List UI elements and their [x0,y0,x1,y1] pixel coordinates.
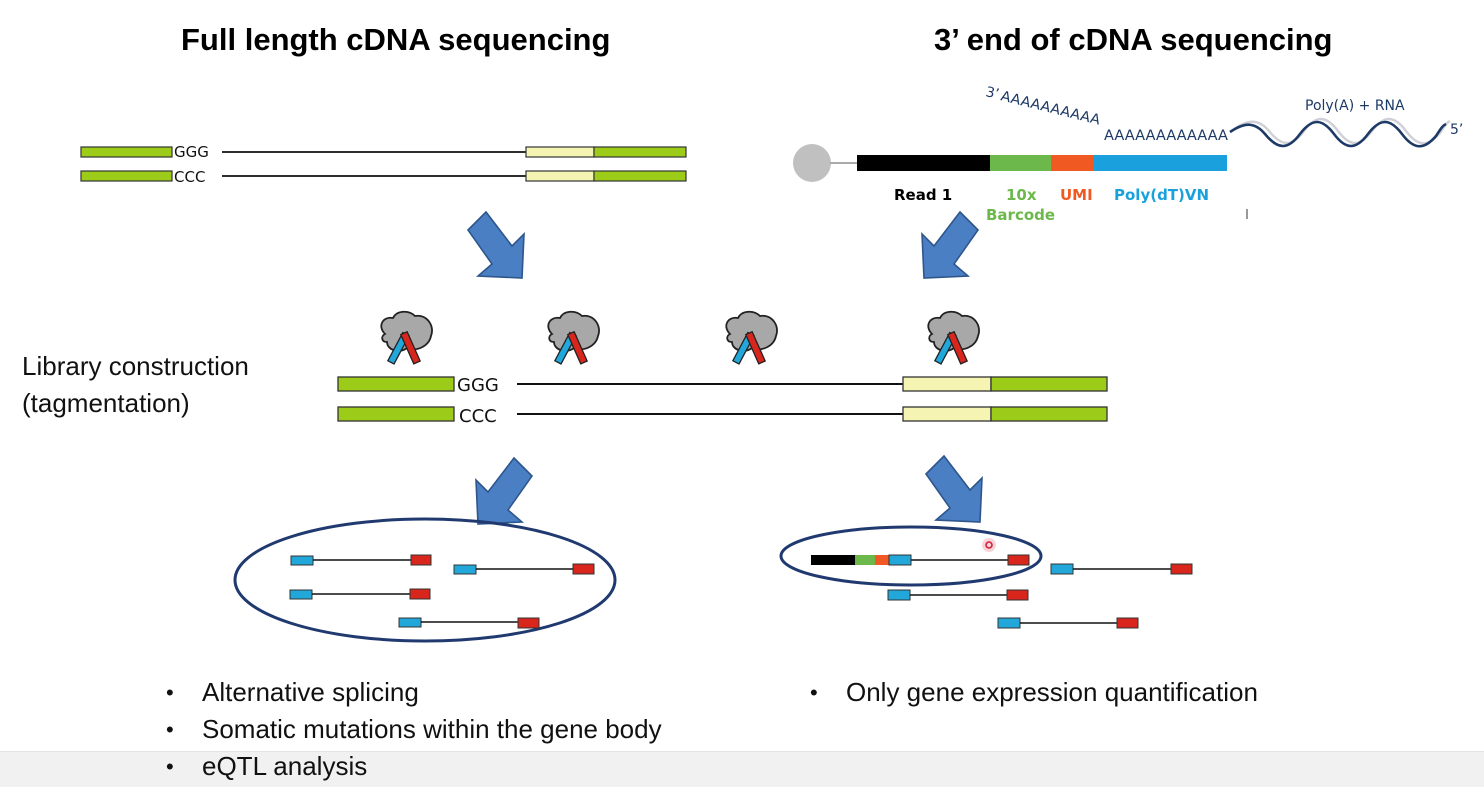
three-prime-applications-list: • Only gene expression quantification [810,674,1258,711]
label-10x: 10x [1006,186,1037,204]
five-prime-label: 5’ [1450,122,1463,138]
three-prime-fragments [779,525,1193,629]
adapter-block-mid-bottom-left [337,406,455,422]
label-barcode: Barcode [986,206,1055,224]
full-length-fragments [233,517,617,643]
cursor-dot-icon [985,541,993,549]
arrow-down-left-icon [475,457,533,525]
ggg-label-top: GGG [174,143,209,161]
arrow-down-right-icon [467,211,525,279]
utr-block-bottom [525,170,595,182]
adapter-block-top-left [80,146,173,158]
gel-bead-construct: Read 1 10x Barcode UMI Poly(dT)VN 3’ AAA… [793,84,1463,224]
fragment [1050,563,1193,575]
ccc-label-top: CCC [174,168,205,186]
library-construction-label: Library construction (tagmentation) [22,348,249,422]
list-item-text: Alternative splicing [202,677,419,707]
gel-bead-icon [793,144,831,182]
label-read1: Read 1 [894,186,952,204]
bullet-icon: • [810,680,818,705]
label-umi: UMI [1060,186,1093,204]
fragment [398,617,540,629]
utr-block-top [525,146,595,158]
segment-barcode [990,155,1051,171]
barcoded-fragment [811,554,1030,566]
fragment [289,588,431,600]
list-item-text: Only gene expression quantification [846,677,1258,707]
right-panel-title: 3’ end of cDNA sequencing [934,22,1333,57]
library-label-line1: Library construction [22,351,249,381]
rna-wave [1229,120,1447,148]
transposase-icon [725,310,778,365]
three-prime-label: 3’ [984,84,1000,102]
fragment [453,563,595,575]
bullet-icon: • [166,717,174,742]
transposase-icon [927,310,980,365]
left-panel-title: Full length cDNA sequencing [181,22,611,57]
barcoded-fragment-ellipse [779,525,1043,587]
ccc-label-mid: CCC [459,406,497,427]
adapter-block-mid-bottom-right [990,406,1108,422]
adapter-block-top-right [593,146,687,158]
list-item: • Somatic mutations within the gene body [166,711,662,748]
label-polydt: Poly(dT)VN [1114,186,1209,204]
fragment [887,589,1029,601]
ggg-label-mid: GGG [457,375,499,396]
transposase-icon [547,310,600,365]
segment-polydt [1094,155,1227,171]
transposase-icon [380,310,433,365]
cursor-highlight [982,538,996,552]
bullet-icon: • [166,680,174,705]
segment-read1 [857,155,990,171]
list-item-text: Somatic mutations within the gene body [202,714,662,744]
fragment [997,617,1139,629]
arrow-down-left-icon [921,211,979,279]
adapter-block-mid-top-right [990,376,1108,392]
list-item-text: eQTL analysis [202,751,368,781]
full-length-applications-list: • Alternative splicing • Somatic mutations… [166,674,662,785]
adapter-block-bottom-right [593,170,687,182]
library-label-line2: (tagmentation) [22,388,190,418]
adapter-block-mid-top-left [337,376,455,392]
rna-wave-shadow [1233,117,1451,145]
list-item: • Alternative splicing [166,674,662,711]
segment-umi [1051,155,1094,171]
list-item: • eQTL analysis [166,748,662,785]
utr-block-mid-bottom [902,406,992,422]
fragment-pool-ellipse [233,517,617,643]
polya-straight-text: AAAAAAAAAAAA [1104,128,1228,144]
arrow-down-right-icon [925,455,983,523]
utr-block-mid-top [902,376,992,392]
polya-curved-text: AAAAAAAAAA [999,88,1102,128]
bottom-bar [0,751,1484,787]
adapter-block-bottom-left [80,170,173,182]
bullet-icon: • [166,754,174,779]
list-item: • Only gene expression quantification [810,674,1258,711]
full-length-cdna-strands: GGG CCC [80,143,687,186]
rna-label: Poly(A) + RNA [1305,98,1405,114]
tagmentation-strands: GGG CCC [337,375,1108,427]
fragment [290,554,432,566]
